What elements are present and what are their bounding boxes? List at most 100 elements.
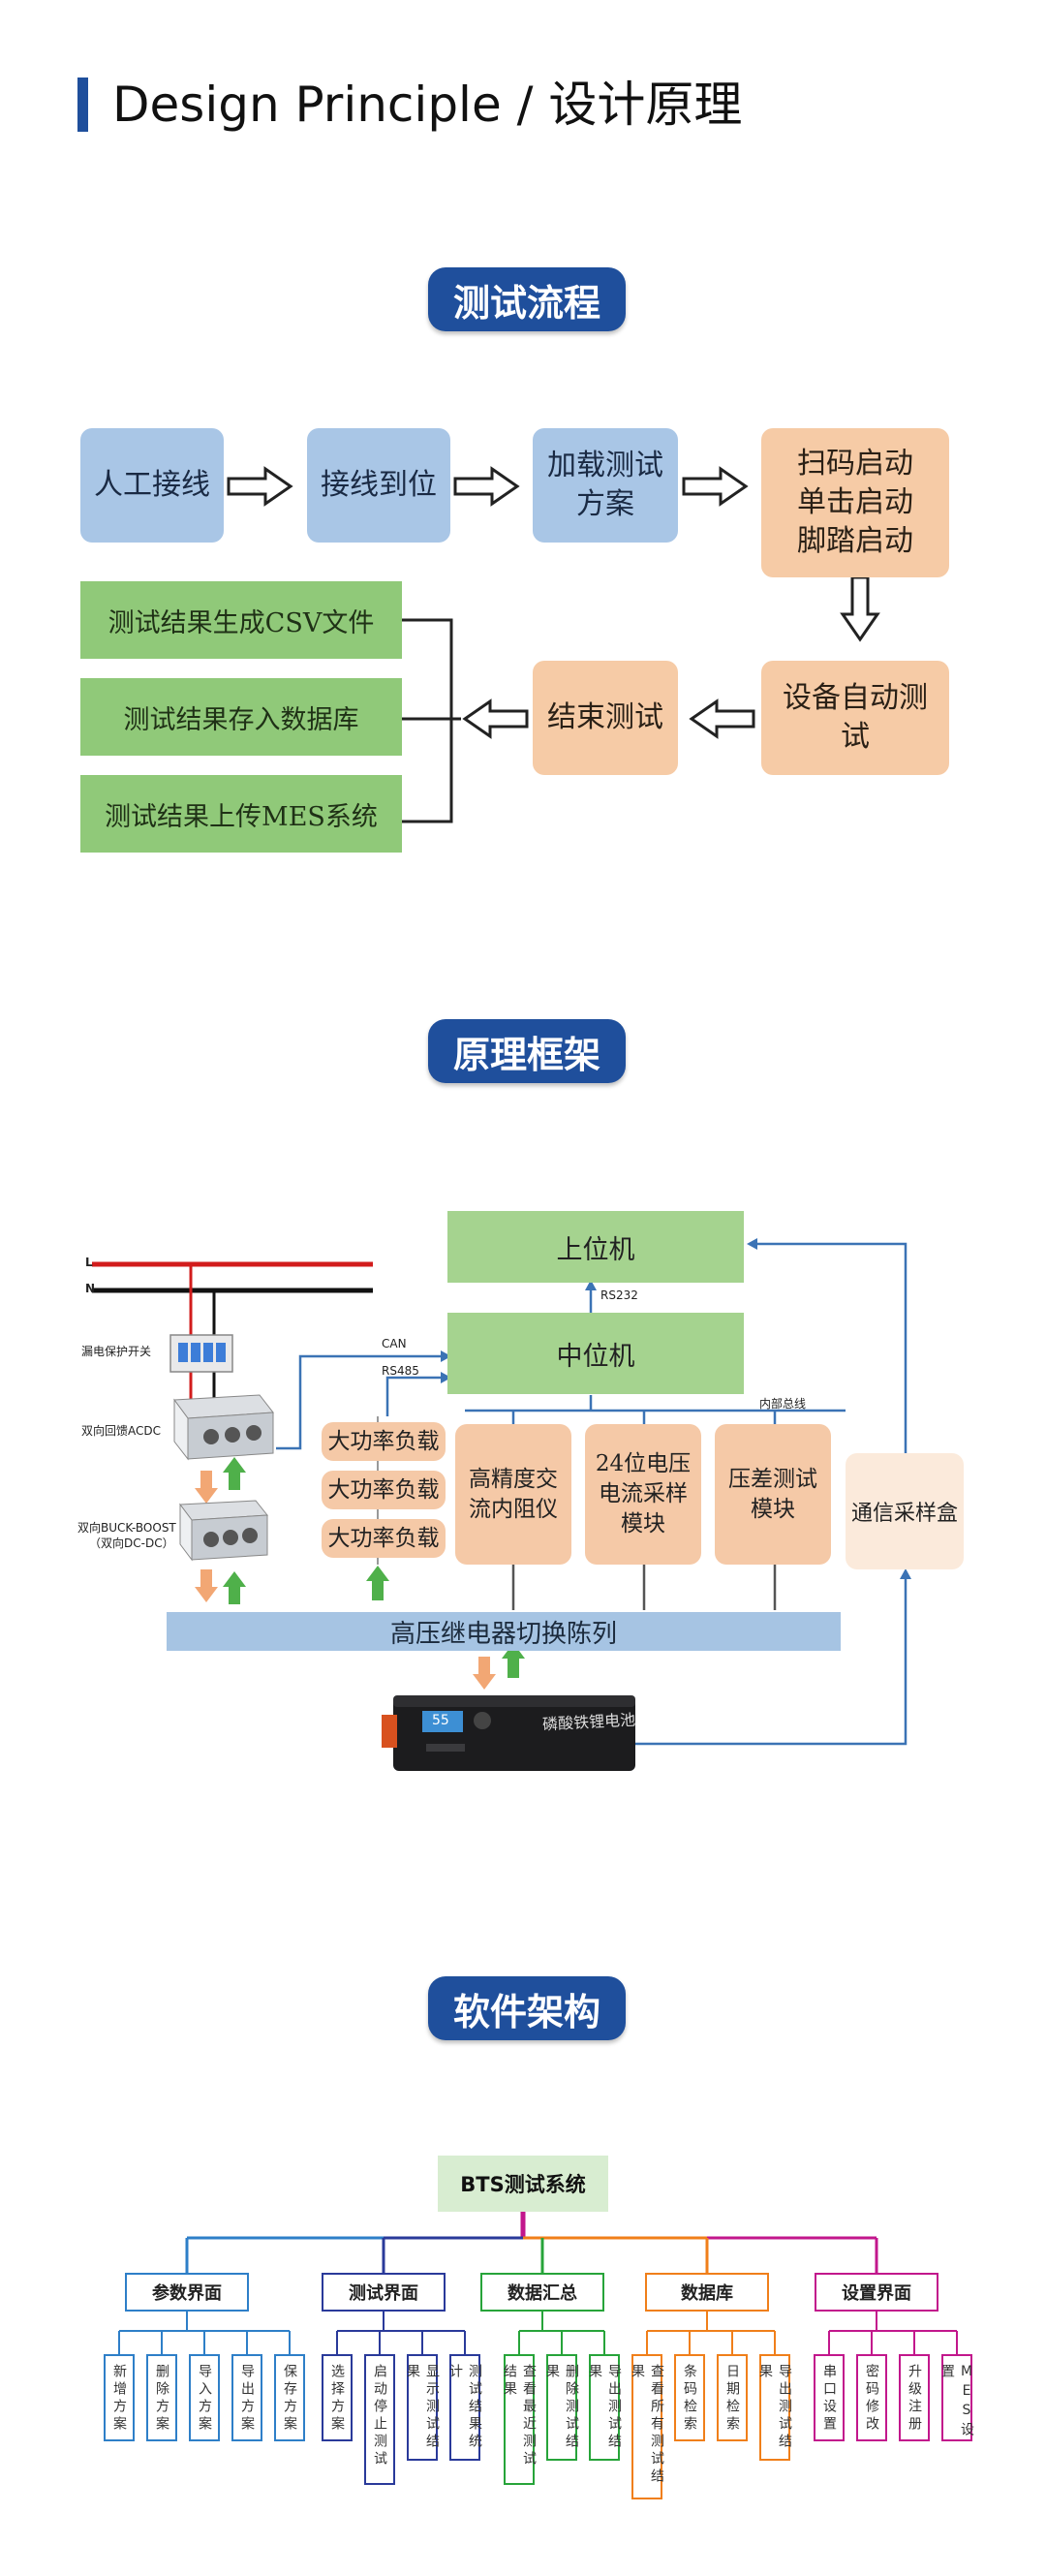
software-group-4: 数据库 xyxy=(645,2273,769,2312)
software-leaf: 导出测试结果 xyxy=(587,2354,622,2461)
software-leaf-label: 串口设置 xyxy=(821,2364,837,2434)
battery-label: 磷酸铁锂电池 xyxy=(541,1710,636,1734)
arrow-buck-up xyxy=(223,1571,246,1604)
result-database: 测试结果存入数据库 xyxy=(80,678,402,756)
section-pill-software: 软件架构 xyxy=(428,1976,626,2040)
label-breaker: 漏电保护开关 xyxy=(81,1345,152,1358)
software-leaf-label: 导出测试结果 xyxy=(757,2364,792,2451)
software-leaf-label: 删除测试结果 xyxy=(544,2364,579,2451)
software-leaf: 测试结果统计 xyxy=(447,2354,482,2461)
flow-arrow-left-2 xyxy=(462,698,529,739)
software-leaf-label: 条码检索 xyxy=(682,2364,697,2434)
software-leaf: 启动停止测试 xyxy=(364,2354,395,2485)
flow-arrow-2 xyxy=(453,466,520,507)
relay-switch-array: 高压继电器切换陈列 xyxy=(167,1612,841,1651)
software-root: BTS测试系统 xyxy=(438,2156,608,2212)
label-inner-bus: 内部总线 xyxy=(759,1397,807,1411)
label-line-l: L xyxy=(85,1256,93,1269)
software-leaf: 密码修改 xyxy=(856,2354,887,2441)
flow-step-start: 扫码启动 单击启动 脚踏启动 xyxy=(761,428,949,577)
software-leaf-label: 查看所有测试结果 xyxy=(630,2364,664,2486)
flow-step-auto-test: 设备自动测试 xyxy=(761,661,949,775)
result-csv: 测试结果生成CSV文件 xyxy=(80,581,402,659)
software-leaf: 删除方案 xyxy=(146,2354,177,2441)
software-leaf: 删除测试结果 xyxy=(544,2354,579,2461)
arrow-acdc-up xyxy=(223,1457,246,1490)
software-leaf-label: MES设置 xyxy=(939,2364,974,2439)
label-acdc: 双向回馈ACDC xyxy=(81,1424,161,1438)
software-leaf: 新增方案 xyxy=(104,2354,135,2441)
flow-step-wired: 接线到位 xyxy=(307,428,450,543)
flow-step-manual-wiring: 人工接线 xyxy=(80,428,224,543)
software-leaf-label: 查看最近测试结果 xyxy=(502,2364,537,2468)
label-buck-sub: （双向DC-DC） xyxy=(89,1536,174,1550)
framework-wiring xyxy=(92,1238,911,1771)
software-leaf-label: 导入方案 xyxy=(197,2364,212,2434)
software-leaf-label: 启动停止测试 xyxy=(372,2364,387,2468)
software-group-5: 设置界面 xyxy=(815,2273,938,2312)
label-rs232: RS232 xyxy=(600,1288,638,1302)
software-leaf-label: 密码修改 xyxy=(864,2364,879,2434)
software-leaf: 查看所有测试结果 xyxy=(630,2354,664,2499)
software-leaf-label: 保存方案 xyxy=(282,2364,297,2434)
software-group-1: 参数界面 xyxy=(125,2273,249,2312)
battery-device xyxy=(382,1695,635,1771)
section-pill-test-flow: 测试流程 xyxy=(428,267,626,331)
results-bracket xyxy=(402,618,461,823)
breaker-device xyxy=(169,1334,233,1373)
result-mes: 测试结果上传MES系统 xyxy=(80,775,402,853)
flow-arrow-3 xyxy=(682,466,749,507)
module-sampling: 24位电压电流采样模块 xyxy=(585,1424,701,1565)
arrow-load-up xyxy=(366,1566,389,1600)
flow-arrow-down xyxy=(840,575,880,642)
software-group-connector-2 xyxy=(336,2312,466,2354)
section-pill-framework: 原理框架 xyxy=(428,1019,626,1083)
software-leaf-label: 显示测试结果 xyxy=(405,2364,440,2451)
software-leaf: 导出测试结果 xyxy=(757,2354,792,2461)
title-accent-bar xyxy=(77,78,88,132)
software-leaf: 日期检索 xyxy=(717,2354,748,2441)
software-group-connector-5 xyxy=(828,2312,958,2354)
software-leaf-label: 删除方案 xyxy=(154,2364,169,2434)
software-leaf: 选择方案 xyxy=(322,2354,353,2441)
module-ac-resistance: 高精度交流内阻仪 xyxy=(455,1424,571,1565)
software-leaf: 导入方案 xyxy=(189,2354,220,2441)
label-can: CAN xyxy=(382,1337,407,1350)
page-title: Design Principle / 设计原理 xyxy=(112,77,743,133)
battery-display: 55 xyxy=(432,1713,449,1728)
software-tree-lines xyxy=(185,2212,878,2273)
software-leaf: 串口设置 xyxy=(814,2354,845,2441)
acdc-device xyxy=(173,1394,274,1461)
software-group-connector-1 xyxy=(118,2312,291,2354)
software-leaf-label: 测试结果统计 xyxy=(447,2364,482,2451)
module-ac-resistance-text: 高精度交流内阻仪 xyxy=(469,1466,558,1522)
comm-sampling-box: 通信采样盒 xyxy=(846,1453,964,1569)
software-group-connector-3 xyxy=(518,2312,605,2354)
high-power-load-1: 大功率负载 xyxy=(322,1422,446,1461)
label-buck: 双向BUCK-BOOST xyxy=(77,1521,176,1535)
flow-arrow-left-1 xyxy=(689,698,755,739)
flow-arrow-1 xyxy=(227,466,293,507)
software-leaf: 查看最近测试结果 xyxy=(502,2354,537,2485)
software-leaf: 条码检索 xyxy=(674,2354,705,2441)
flow-connectors xyxy=(227,466,880,823)
software-leaf: 升级注册 xyxy=(899,2354,930,2441)
software-group-connector-4 xyxy=(646,2312,776,2354)
label-line-n: N xyxy=(85,1282,96,1295)
software-leaf-label: 日期检索 xyxy=(724,2364,740,2434)
module-voltage-diff: 压差测试模块 xyxy=(715,1424,831,1565)
arrow-battery-down xyxy=(473,1657,496,1690)
label-rs485: RS485 xyxy=(382,1364,419,1378)
software-group-2: 测试界面 xyxy=(322,2273,446,2312)
software-leaf: 保存方案 xyxy=(274,2354,305,2441)
software-leaf-label: 升级注册 xyxy=(907,2364,922,2434)
upper-computer: 上位机 xyxy=(447,1211,744,1283)
arrow-battery-up xyxy=(502,1643,525,1678)
middle-computer: 中位机 xyxy=(447,1313,744,1394)
software-group-3: 数据汇总 xyxy=(480,2273,604,2312)
module-sampling-text: 24位电压电流采样模块 xyxy=(595,1451,692,1536)
software-leaf-label: 选择方案 xyxy=(329,2364,345,2434)
software-leaf: 显示测试结果 xyxy=(405,2354,440,2461)
arrow-buck-down xyxy=(195,1569,218,1602)
flow-step-load-plan-text: 加载测试方案 xyxy=(547,449,663,521)
